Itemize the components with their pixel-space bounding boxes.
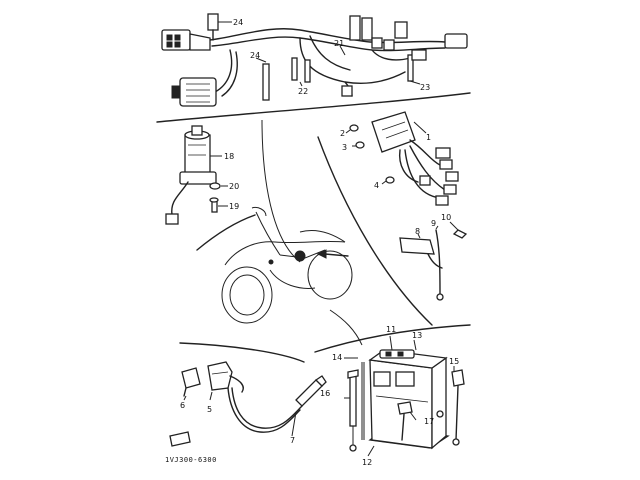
harness-terminal	[341, 85, 353, 97]
callout-16: 16	[320, 389, 330, 398]
figure-code: 1VJ300-6300	[165, 456, 217, 464]
callout-8: 8	[415, 227, 420, 236]
ground-lead-9	[436, 293, 444, 301]
harness-connector-r1	[349, 15, 361, 41]
cdi-unit	[371, 111, 416, 153]
callout-21: 21	[334, 39, 344, 48]
rectifier-8	[399, 237, 435, 255]
callout-20: 20	[229, 182, 239, 191]
cdi-unit-assembly	[345, 111, 459, 206]
callout-18: 18	[224, 152, 234, 161]
battery-band-13	[379, 349, 415, 359]
ignition-coil-5	[207, 361, 233, 391]
callout-3: 3	[342, 143, 347, 152]
callout-12: 12	[362, 458, 372, 467]
callout-24-mid: 24	[250, 51, 260, 60]
callout-9: 9	[431, 219, 436, 228]
frame-mount-point	[294, 250, 306, 262]
battery-lead-15	[451, 369, 465, 387]
clamp-24	[262, 63, 270, 101]
main-switch-assembly	[165, 125, 228, 225]
callout-19: 19	[229, 202, 239, 211]
main-switch-coupler	[165, 213, 179, 225]
callout-10: 10	[441, 213, 451, 222]
callout-2: 2	[340, 129, 345, 138]
harness-connector-r3	[394, 21, 408, 39]
battery-lead-17	[397, 401, 413, 415]
callout-11: 11	[386, 325, 396, 334]
callout-4: 4	[374, 181, 379, 190]
washer-20	[209, 182, 221, 190]
callout-1: 1	[426, 133, 431, 142]
battery-lead-16	[349, 371, 357, 427]
harness-connector-r2	[361, 17, 373, 41]
rectifier-assembly	[399, 221, 468, 301]
clamp-22a	[291, 57, 298, 81]
harness-connector-top	[207, 13, 219, 31]
coupler-6	[181, 367, 201, 389]
screw-10	[452, 229, 468, 239]
callout-13: 13	[412, 331, 422, 340]
washer-3	[355, 141, 365, 149]
callout-22: 22	[298, 87, 308, 96]
clip	[169, 431, 191, 447]
cdi-coupler	[435, 147, 451, 159]
callout-15: 15	[449, 357, 459, 366]
callout-14: 14	[332, 353, 342, 362]
ignition-coil-assembly	[169, 361, 327, 447]
callout-5: 5	[207, 405, 212, 414]
callout-7: 7	[290, 436, 295, 445]
callout-17: 17	[424, 417, 434, 426]
callout-23: 23	[420, 83, 430, 92]
wire-harness-assembly	[161, 13, 468, 107]
motorcycle-outline	[221, 207, 353, 324]
harness-connector-r4	[411, 49, 427, 61]
callout-6: 6	[180, 401, 185, 410]
harness-connector-r5	[444, 33, 468, 49]
section-dividers	[156, 92, 471, 363]
clamp-22b	[304, 59, 311, 83]
plug-cap-7	[295, 379, 323, 407]
battery-assembly	[344, 335, 465, 457]
bolt-2	[349, 124, 359, 132]
callout-24-top: 24	[233, 18, 243, 27]
nut-4	[385, 176, 395, 184]
callout-labels: 1 2 3 4 5 6 7 8 9 10 11 12 13 14 15 16 1…	[165, 18, 459, 467]
